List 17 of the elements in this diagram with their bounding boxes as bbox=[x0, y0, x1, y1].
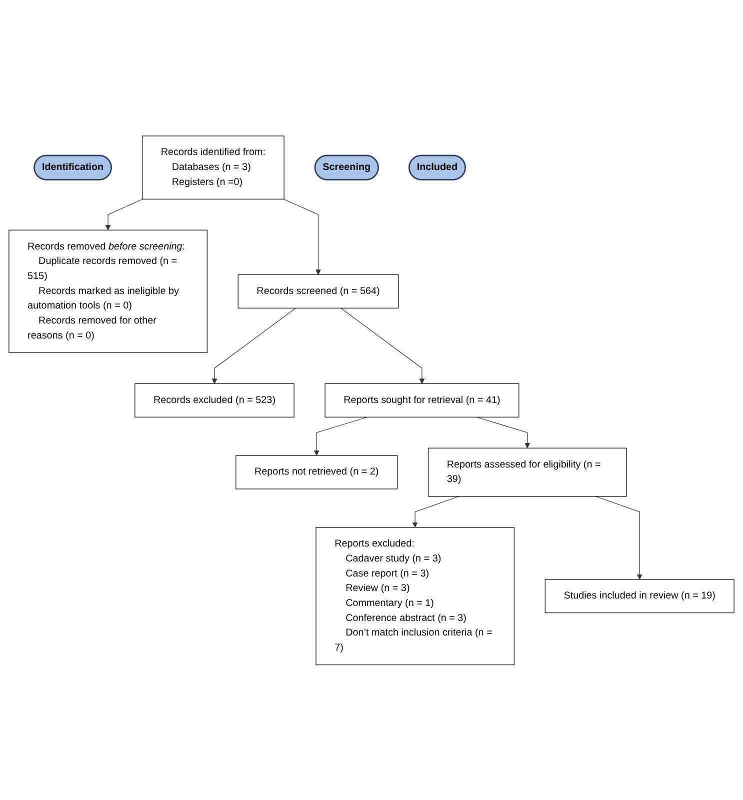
node-box: Reports assessed for eligibility (n = 39) bbox=[428, 447, 627, 496]
node-box: Reports excluded: Cadaver study (n = 3) Case report (n = 3) Review (n = 3) Commentary (n = 1) Conference abstract (n = 3) Don’t match inclusion criteria (n = 7) bbox=[316, 526, 514, 665]
arrow bbox=[340, 307, 425, 384]
arrow bbox=[314, 416, 368, 456]
node-box: Studies included in review (n = 19) bbox=[544, 578, 734, 613]
node-box: Records screened (n = 564) bbox=[238, 274, 399, 308]
node-box: Reports not retrieved (n = 2) bbox=[236, 454, 398, 489]
arrow bbox=[412, 496, 460, 528]
arrow bbox=[105, 198, 143, 230]
node-box: Records identified from: Databases (n = 3) Registers (n =0) bbox=[142, 135, 284, 200]
node-box: Records removed before screening: Duplicate records removed (n = 515) Records marked as ineligible by automation tools (n = 0) Records removed for other reasons (n = 0) bbox=[8, 229, 208, 353]
arrow bbox=[212, 307, 296, 384]
arrow bbox=[283, 198, 321, 275]
arrow bbox=[476, 416, 530, 448]
node-box: Records excluded (n = 523) bbox=[134, 382, 294, 418]
node-box: Reports sought for retrieval (n = 41) bbox=[324, 382, 520, 418]
arrow bbox=[595, 496, 642, 580]
